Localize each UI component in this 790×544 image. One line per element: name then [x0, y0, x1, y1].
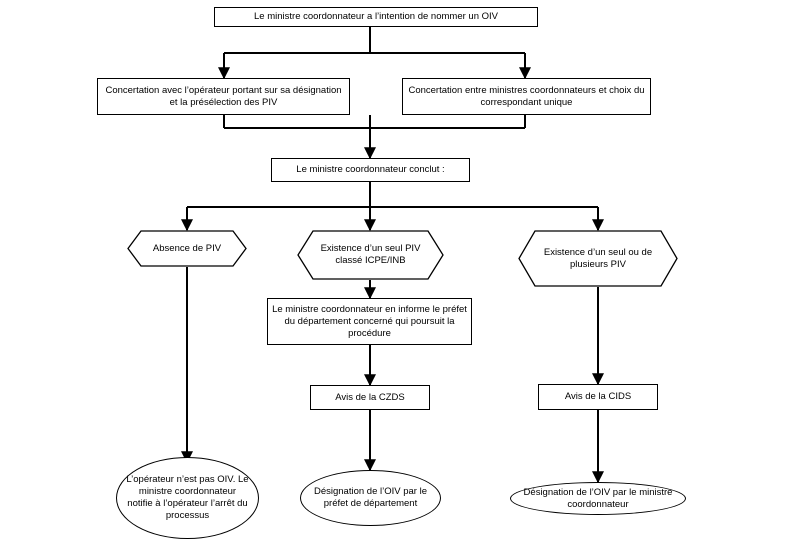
avis-cids-label: Avis de la CIDS [564, 391, 632, 402]
seul-piv-hexagon: Existence d’un seul PIV classé ICPE/INB [297, 230, 444, 280]
non-oiv-label: L’opérateur n’est pas OIV. Le ministre c… [126, 474, 249, 521]
plusieurs-piv-label: Existence d’un seul ou de plusieurs PIV [543, 246, 653, 270]
avis-czds-label: Avis de la CZDS [335, 391, 405, 403]
start-label: Le ministre coordonnateur a l’intention … [254, 11, 498, 22]
designation-ministre-oval: Désignation de l’OIV par le ministre coo… [510, 482, 686, 515]
absence-piv-hexagon: Absence de PIV [127, 230, 247, 267]
absence-piv-label: Absence de PIV [152, 242, 222, 254]
avis-czds-box: Avis de la CZDS [310, 385, 430, 410]
designation-prefet-label: Désignation de l’OIV par le préfet de dé… [313, 486, 427, 509]
start-box: Le ministre coordonnateur a l’intention … [214, 7, 538, 27]
absence-piv-hexagon-shape [127, 230, 247, 267]
seul-piv-label: Existence d’un seul PIV classé ICPE/INB [320, 243, 421, 266]
plusieurs-piv-hexagon-shape [518, 230, 678, 287]
concertation-ministres-label: Concertation entre ministres coordonnate… [408, 84, 645, 108]
informe-prefet-box: Le ministre coordonnateur en informe le … [267, 298, 472, 345]
avis-cids-box: Avis de la CIDS [538, 384, 658, 410]
conclut-box: Le ministre coordonnateur conclut : [271, 158, 470, 182]
conclut-label: Le ministre coordonnateur conclut : [296, 164, 445, 175]
concertation-ministres-box: Concertation entre ministres coordonnate… [402, 78, 651, 115]
concertation-operateur-label: Concertation avec l’opérateur portant su… [105, 84, 342, 108]
designation-prefet-oval: Désignation de l’OIV par le préfet de dé… [300, 470, 441, 526]
informe-prefet-label: Le ministre coordonnateur en informe le … [272, 303, 467, 339]
plusieurs-piv-hexagon: Existence d’un seul ou de plusieurs PIV [518, 230, 678, 287]
designation-ministre-label: Désignation de l’OIV par le ministre coo… [523, 486, 673, 510]
seul-piv-hexagon-shape [297, 230, 444, 280]
non-oiv-oval: L’opérateur n’est pas OIV. Le ministre c… [116, 457, 259, 539]
concertation-operateur-box: Concertation avec l’opérateur portant su… [97, 78, 350, 115]
